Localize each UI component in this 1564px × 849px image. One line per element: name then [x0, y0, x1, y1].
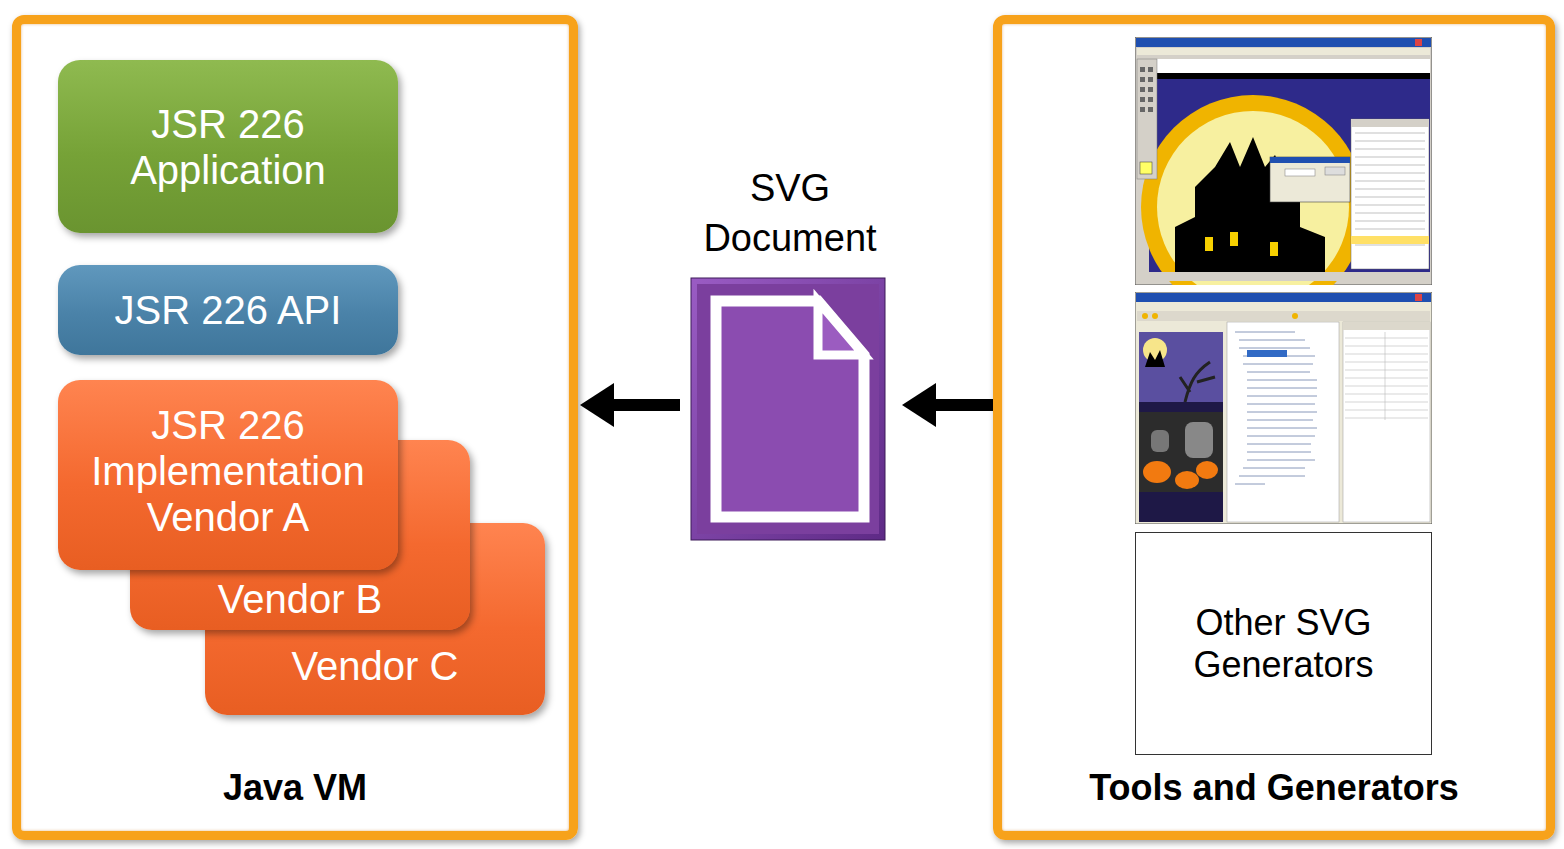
page-outline: [716, 301, 864, 517]
flow-arrow: [580, 383, 680, 427]
illustrator-screenshot: [1135, 37, 1432, 285]
node-label: SVG Document: [680, 160, 900, 263]
api-box: JSR 226 API: [58, 265, 398, 355]
panel-heading: Java VM: [21, 767, 569, 809]
icon-face: [697, 284, 879, 534]
node-label: Vendor C: [219, 643, 531, 689]
arrow-head: [580, 383, 614, 427]
flow-arrow: [902, 383, 993, 427]
generator-box: Other SVG Generators: [1135, 532, 1432, 755]
tools-panel: Tools and Generators Other SVG Generators: [993, 15, 1555, 840]
node-label: JSR 226 Implementation Vendor A: [72, 402, 384, 540]
arrow-shaft: [934, 399, 993, 411]
document-node: SVG Document: [680, 160, 900, 548]
document-icon: [688, 275, 890, 545]
node-label: Other SVG Generators: [1144, 602, 1423, 686]
netbeans-screenshot: [1135, 292, 1432, 524]
application-box: JSR 226 Application: [58, 60, 398, 233]
node-label: JSR 226 API: [72, 287, 384, 333]
panel-heading: Tools and Generators: [1002, 767, 1546, 809]
arrow-head: [902, 383, 936, 427]
node-label: JSR 226 Application: [72, 101, 384, 193]
node-label: Vendor B: [144, 576, 456, 622]
page-fold: [818, 301, 864, 355]
arrow-shaft: [612, 399, 680, 411]
icon-frame: [691, 278, 885, 540]
platform-panel: Java VM JSR 226 ApplicationJSR 226 API JSR…: [12, 15, 578, 840]
implementation-box: JSR 226 Implementation Vendor A: [58, 380, 398, 570]
